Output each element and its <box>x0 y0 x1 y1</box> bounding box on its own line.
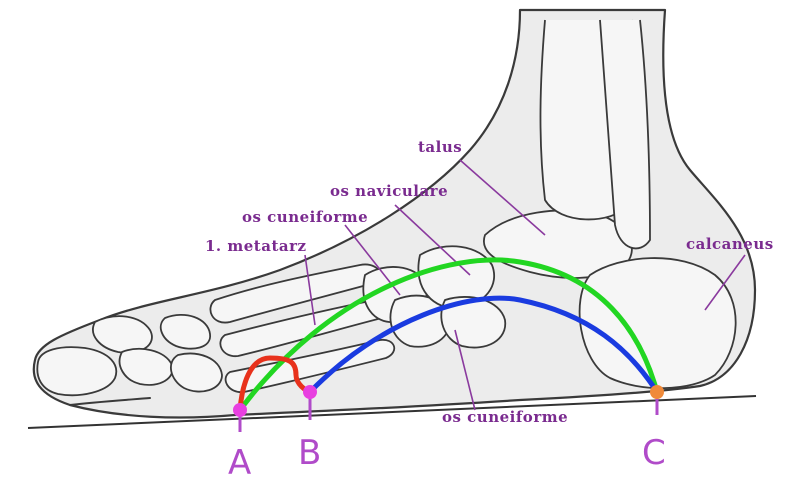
label-os-cuneiforme-lower: os cuneiforme <box>442 408 568 426</box>
label-calcaneus: calcaneus <box>686 235 774 253</box>
point-label-a: A <box>228 443 251 483</box>
label-talus: talus <box>418 138 462 156</box>
label-os-cuneiforme-upper: os cuneiforme <box>242 208 368 226</box>
point-label-b: B <box>298 433 321 473</box>
point-label-c: C <box>642 433 666 473</box>
label-metatarz: 1. metatarz <box>205 237 307 255</box>
label-os-naviculare: os naviculare <box>330 182 448 200</box>
calcaneus-bone <box>580 258 736 388</box>
